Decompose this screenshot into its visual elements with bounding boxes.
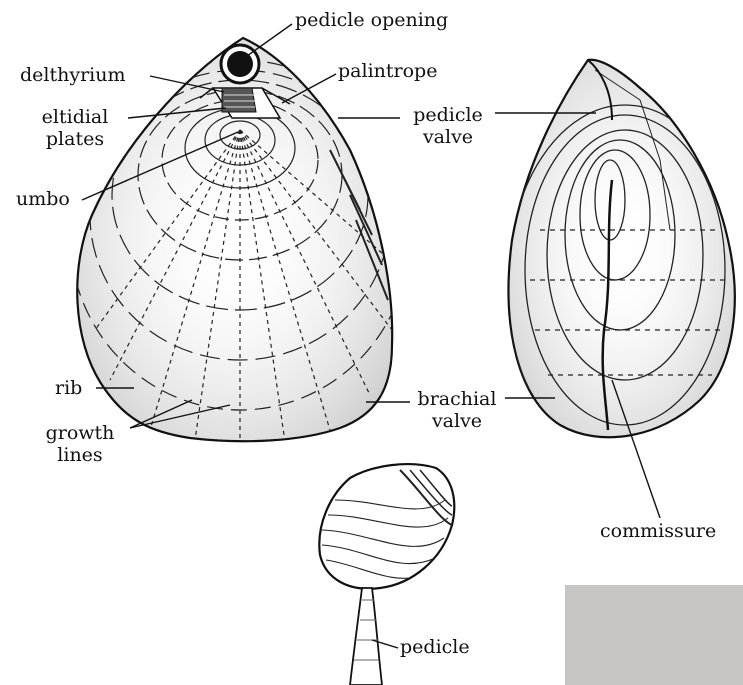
label-umbo: umbo [16,188,70,210]
label-palintrope: palintrope [338,60,437,82]
label-pedicle-opening: pedicle opening [295,9,448,31]
label-commissure: commissure [600,520,716,542]
lateral-view-shell [507,60,743,465]
label-pedicle-valve: pedicle valve [400,104,496,148]
label-rib: rib [55,377,82,399]
label-growth-lines: growth lines [28,422,132,466]
label-delthyrium: delthyrium [20,64,126,86]
label-brachial-valve: brachial valve [407,388,507,432]
label-eltidial-plates: eltidial plates [20,106,130,150]
label-pedicle: pedicle [400,636,470,658]
ventral-view-shell [70,38,410,445]
gray-swatch [565,585,743,685]
